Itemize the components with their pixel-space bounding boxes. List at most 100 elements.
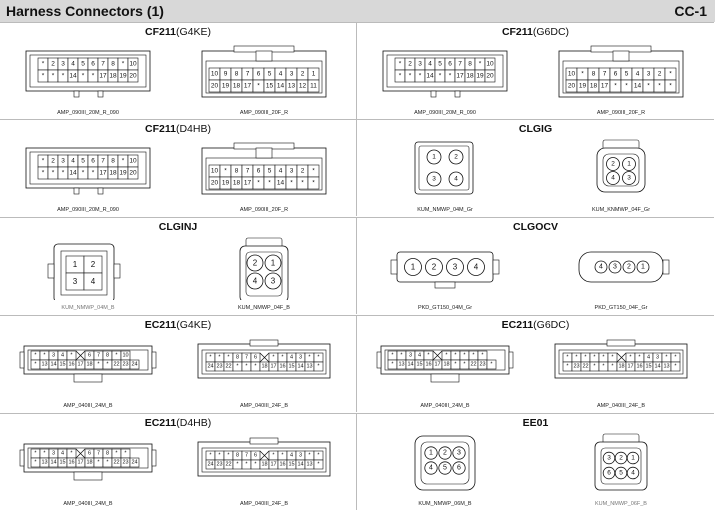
pin-label: 7 bbox=[246, 71, 250, 78]
pin-label: * bbox=[42, 61, 45, 68]
pin-label: 7 bbox=[101, 61, 105, 68]
pin-label: 4 bbox=[61, 451, 64, 457]
pin-label: 14 bbox=[277, 180, 285, 187]
pin-label: 6 bbox=[448, 61, 452, 68]
pin-label: * bbox=[463, 362, 466, 368]
pin-label: 3 bbox=[453, 263, 458, 272]
pin-circle bbox=[452, 461, 466, 475]
pin-label: * bbox=[245, 364, 248, 370]
pin-label: 24 bbox=[131, 362, 137, 368]
pin-label: 7 bbox=[245, 355, 248, 361]
pin-label: * bbox=[317, 364, 320, 370]
pin-label: 15 bbox=[266, 83, 274, 90]
pin-label: * bbox=[584, 355, 587, 361]
pin-label: * bbox=[490, 362, 493, 368]
pin-label: 24 bbox=[207, 462, 213, 468]
pin-label: * bbox=[272, 355, 275, 361]
pin-circle bbox=[264, 272, 282, 290]
pin-label: 14 bbox=[50, 362, 56, 368]
pin-circle bbox=[467, 258, 485, 276]
pin-label: 5 bbox=[443, 465, 447, 472]
connector-title: CF211(G6DC) bbox=[501, 26, 570, 38]
pin-label: 6 bbox=[607, 470, 611, 477]
pin-cell bbox=[127, 69, 139, 83]
pin-circle bbox=[425, 258, 443, 276]
pin-label: * bbox=[566, 364, 569, 370]
connector-part-label: AMP_040III_24F_B bbox=[239, 403, 288, 409]
pin-label: 4 bbox=[91, 277, 96, 286]
connector-part-label: PKD_GT150_04M_Gr bbox=[417, 305, 473, 311]
pin-label: 14 bbox=[277, 83, 285, 90]
pin-label: * bbox=[97, 362, 100, 368]
pin-label: 4 bbox=[599, 264, 603, 271]
pin-label: 9 bbox=[224, 71, 228, 78]
pin-label: 22 bbox=[582, 364, 588, 370]
pin-label: 2 bbox=[454, 154, 458, 161]
pin-label: 3 bbox=[418, 61, 422, 68]
pin-label: 4 bbox=[61, 353, 64, 359]
connector-title: CLGOCV bbox=[513, 221, 558, 233]
pin-label: 5 bbox=[81, 158, 85, 165]
pin-label: 10 bbox=[211, 168, 219, 175]
pin-circle bbox=[424, 461, 438, 475]
pin-cell bbox=[484, 69, 496, 83]
pin-label: * bbox=[593, 364, 596, 370]
pin-label: 2 bbox=[301, 168, 305, 175]
pin-label: 4 bbox=[429, 465, 433, 472]
pin-circle bbox=[426, 171, 442, 187]
pin-label: 6 bbox=[88, 353, 91, 359]
pin-label: 18 bbox=[261, 364, 267, 370]
pin-label: 5 bbox=[438, 61, 442, 68]
pin-label: 20 bbox=[211, 83, 219, 90]
pin-label: * bbox=[52, 73, 55, 80]
pin-label: 24 bbox=[207, 364, 213, 370]
pin-label: 3 bbox=[432, 176, 436, 183]
pin-cell bbox=[129, 457, 140, 468]
pin-label: 4 bbox=[71, 61, 75, 68]
pin-label: 5 bbox=[268, 71, 272, 78]
pin-label: 15 bbox=[59, 460, 65, 466]
pin-label: 4 bbox=[454, 176, 458, 183]
pin-label: 7 bbox=[101, 158, 105, 165]
pin-label: * bbox=[575, 355, 578, 361]
pin-label: * bbox=[290, 180, 293, 187]
pin-label: * bbox=[479, 61, 482, 68]
pin-label: 3 bbox=[647, 71, 651, 78]
pin-label: * bbox=[52, 170, 55, 177]
pin-label: 15 bbox=[288, 462, 294, 468]
pin-label: * bbox=[272, 453, 275, 459]
connector-part-label: AMP_040III_24M_B bbox=[420, 403, 470, 409]
pin-label: 13 bbox=[663, 364, 669, 370]
pin-label: * bbox=[665, 355, 668, 361]
pin-label: * bbox=[581, 71, 584, 78]
page-header: Harness Connectors (1) CC-1 bbox=[0, 0, 715, 22]
pin-label: 23 bbox=[573, 364, 579, 370]
pin-label: 2 bbox=[253, 259, 258, 268]
pin-label: 2 bbox=[51, 158, 55, 165]
pin-label: 10 bbox=[568, 71, 576, 78]
pin-label: 15 bbox=[416, 362, 422, 368]
pin-circle bbox=[622, 157, 636, 171]
pin-label: * bbox=[454, 353, 457, 359]
pin-label: 4 bbox=[71, 158, 75, 165]
pin-label: * bbox=[317, 453, 320, 459]
pin-label: * bbox=[669, 83, 672, 90]
pin-label: 7 bbox=[603, 71, 607, 78]
pin-circle bbox=[448, 171, 464, 187]
pin-label: 17 bbox=[270, 364, 276, 370]
pin-label: * bbox=[218, 355, 221, 361]
